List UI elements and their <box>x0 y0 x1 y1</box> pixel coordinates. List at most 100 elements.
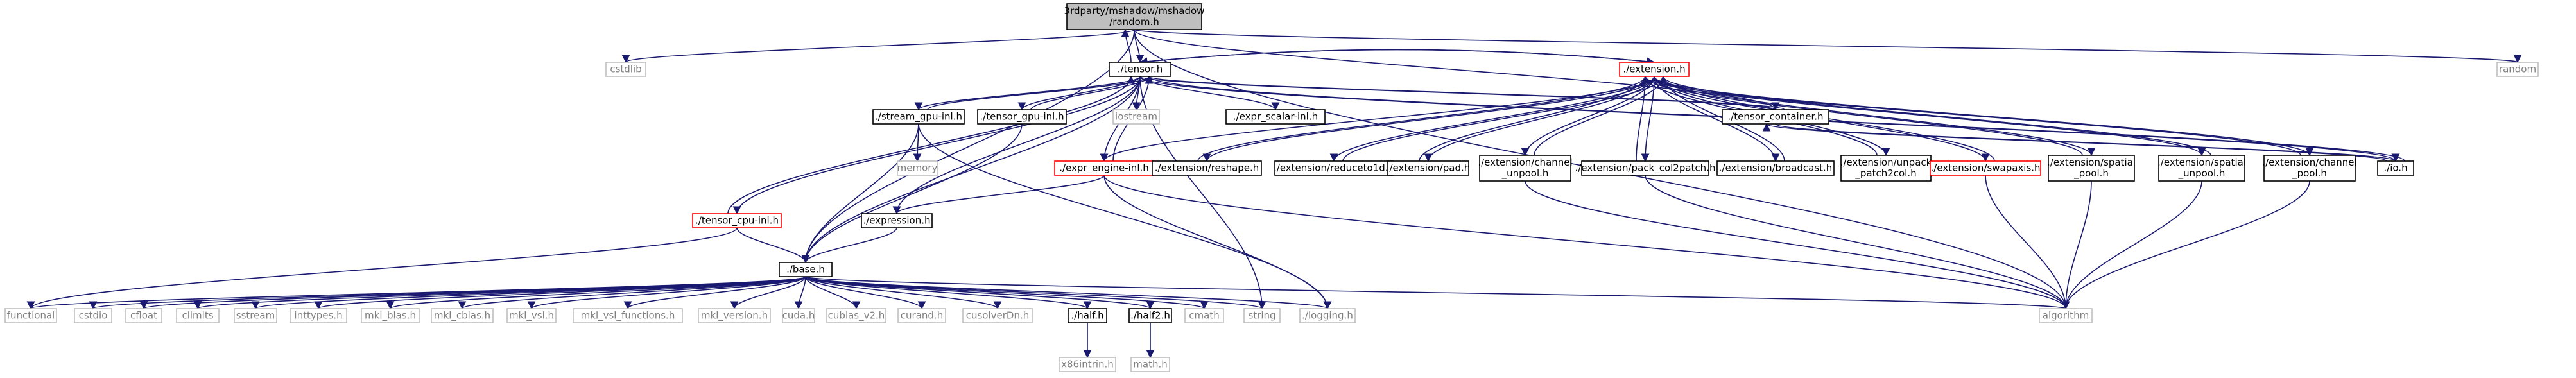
node-cusolverDn-label-0: cusolverDn.h <box>966 310 1030 322</box>
node-cfloat-box <box>125 308 162 323</box>
node-math: math.h <box>1130 357 1170 372</box>
edge-channel_pool-to-algorithm <box>2061 180 2310 310</box>
node-inttypes-box <box>290 308 347 323</box>
node-tensor_container-box <box>1722 109 1829 125</box>
node-mkl_vsl_functions-label-0: mkl_vsl_functions.h <box>581 310 675 322</box>
edge-channel_unpool-to-algorithm <box>1525 180 2070 310</box>
node-memory-box <box>897 160 938 176</box>
node-channel_unpool[interactable]: ./extension/channel_unpool.h <box>1478 155 1573 182</box>
node-cublas_v2-label-0: cublas_v2.h <box>828 310 885 322</box>
node-unpack_patch2col[interactable]: ./extension/unpack_patch2col.h <box>1840 155 1932 182</box>
node-tensor_container[interactable]: ./tensor_container.h <box>1722 109 1829 125</box>
node-curand: curand.h <box>897 308 946 323</box>
edge-extension-to-reduceto1d <box>1329 76 1655 162</box>
edge-base-to-mkl_version <box>730 276 806 310</box>
node-expr_scalar[interactable]: ./expr_scalar-inl.h <box>1225 109 1326 125</box>
node-spatial_unpool-label-1: _unpool.h <box>2178 168 2226 180</box>
node-stream_gpu[interactable]: ./stream_gpu-inl.h <box>872 109 965 125</box>
node-spatial_pool[interactable]: ./extension/spatial_pool.h <box>2047 155 2136 182</box>
node-mkl_cblas-label-0: mkl_cblas.h <box>434 310 490 322</box>
edge-extension-to-expr_engine <box>1100 76 1655 162</box>
edge-base-to-cuda <box>794 276 806 310</box>
node-half-label-0: ./half.h <box>1071 310 1103 322</box>
node-pack_col2patch[interactable]: ./extension/pack_col2patch.h <box>1575 160 1716 176</box>
node-pack_col2patch-label-0: ./extension/pack_col2patch.h <box>1575 162 1716 175</box>
edge-root-to-base <box>801 29 1135 264</box>
node-mkl_version-label-0: mkl_version.h <box>701 310 768 322</box>
edge-base-to-functional <box>27 276 806 310</box>
edge-pack_col2patch-to-extension <box>1636 75 1650 162</box>
edge-base-to-algorithm <box>805 276 2070 310</box>
edge-tensor_gpu-to-base <box>801 123 1023 264</box>
node-reduceto1d[interactable]: ./extension/reduceto1d.h <box>1274 160 1394 176</box>
node-tensor-box <box>1109 62 1171 77</box>
node-logging: ./logging.h <box>1299 308 1356 323</box>
edge-base-to-mkl_vsl_functions <box>623 276 806 310</box>
node-sstream-label-0: sstream <box>236 310 275 322</box>
node-x86intrin-box <box>1059 357 1116 372</box>
edge-spatial_unpool-to-algorithm <box>2061 180 2202 310</box>
node-expression-label-0: ./expression.h <box>863 215 930 227</box>
node-half[interactable]: ./half.h <box>1068 308 1107 323</box>
node-mkl_blas-box <box>361 308 420 323</box>
node-memory: memory <box>897 160 938 176</box>
node-channel_pool-label-1: _pool.h <box>2292 168 2327 180</box>
node-half2-box <box>1128 308 1172 323</box>
node-cublas_v2-box <box>826 308 886 323</box>
node-reshape[interactable]: ./extension/reshape.h <box>1152 160 1262 176</box>
node-base[interactable]: ./base.h <box>779 262 833 277</box>
node-inttypes-label-0: inttypes.h <box>294 310 342 322</box>
node-io-label-0: ./io.h <box>2383 162 2407 174</box>
node-spatial_unpool[interactable]: ./extension/spatial_unpool.h <box>2157 155 2246 182</box>
node-pad[interactable]: ./extension/pad.h <box>1387 160 1471 176</box>
node-expression[interactable]: ./expression.h <box>861 213 933 228</box>
node-half2[interactable]: ./half2.h <box>1128 308 1172 323</box>
node-channel_unpool-label-0: ./extension/channel <box>1478 157 1572 168</box>
node-mkl_vsl_functions: mkl_vsl_functions.h <box>573 308 683 323</box>
node-reshape-box <box>1152 160 1262 176</box>
node-climits-box <box>176 308 220 323</box>
node-cusolverDn: cusolverDn.h <box>962 308 1033 323</box>
edge-tensor_gpu-to-tensor <box>1030 75 1154 110</box>
node-root[interactable]: 3rdparty/mshadow/mshadow/random.h <box>1064 3 1205 30</box>
node-root-label-1: /random.h <box>1109 16 1159 28</box>
node-logging-label-0: ./logging.h <box>1302 310 1353 322</box>
node-cuda: cuda.h <box>782 308 815 323</box>
node-expr_engine-label-0: ./expr_engine-inl.h <box>1059 162 1149 175</box>
node-tensor[interactable]: ./tensor.h <box>1109 62 1171 77</box>
node-broadcast-label-0: ./extension/broadcast.h <box>1719 162 1833 174</box>
edge-base-to-inttypes <box>315 276 806 310</box>
node-channel_pool-label-0: ./extension/channel <box>2262 157 2356 168</box>
node-io[interactable]: ./io.h <box>2377 160 2414 176</box>
edge-base-to-half2 <box>805 276 1155 310</box>
node-functional-box <box>4 308 57 323</box>
edge-tensor-to-root <box>1121 28 1132 63</box>
edge-base-to-cstdio <box>89 276 806 310</box>
node-swapaxis[interactable]: ./extension/swapaxis.h <box>1930 160 2041 176</box>
node-tensor-label-0: ./tensor.h <box>1118 64 1163 75</box>
edge-pad-to-extension <box>1419 75 1650 162</box>
node-base-box <box>779 262 833 277</box>
edge-extension-to-broadcast <box>1654 76 1780 162</box>
node-expr_engine[interactable]: ./expr_engine-inl.h <box>1054 160 1154 176</box>
edge-base-to-logging <box>805 276 1331 310</box>
edge-base-to-curand <box>805 276 926 310</box>
node-cmath: cmath <box>1184 308 1224 323</box>
node-channel_pool-box <box>2263 155 2356 182</box>
node-broadcast[interactable]: ./extension/broadcast.h <box>1716 160 1835 176</box>
node-unpack_patch2col-label-0: ./extension/unpack <box>1840 157 1932 168</box>
node-extension[interactable]: ./extension.h <box>1619 62 1690 77</box>
nodes-layer: 3rdparty/mshadow/mshadow/random.h cstdlib… <box>4 3 2539 372</box>
edge-base-to-cusolverDn <box>805 276 1002 310</box>
node-cstdlib-box <box>605 62 646 77</box>
node-cstdlib: cstdlib <box>605 62 646 77</box>
edge-base-to-mkl_vsl <box>527 276 806 310</box>
node-iostream-box <box>1112 109 1160 125</box>
node-tensor_cpu[interactable]: ./tensor_cpu-inl.h <box>692 213 782 228</box>
node-channel_pool[interactable]: ./extension/channel_pool.h <box>2262 155 2357 182</box>
node-algorithm-label-0: algorithm <box>2043 310 2089 322</box>
node-logging-box <box>1299 308 1356 323</box>
node-unpack_patch2col-label-1: _patch2col.h <box>1854 168 1916 180</box>
node-mkl_version-box <box>698 308 771 323</box>
node-tensor_gpu[interactable]: ./tensor_gpu-inl.h <box>977 109 1067 125</box>
